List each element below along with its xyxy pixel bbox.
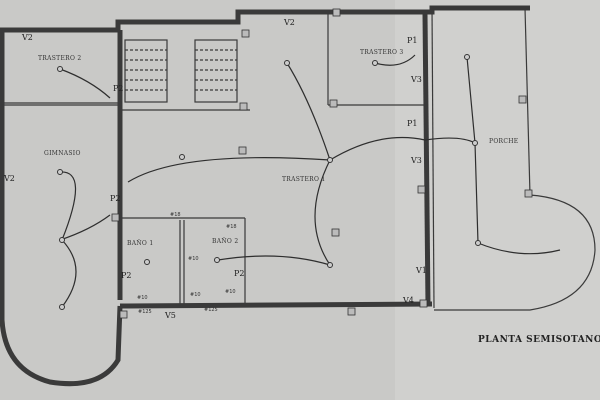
window-tag: V1 [415,266,427,275]
pipe-label: #18 [226,224,237,230]
window-tag: V2 [3,174,15,183]
walls [0,5,596,387]
window-tag: V3 [410,156,422,165]
pipe-label: #125 [204,307,218,313]
door-tag: P1 [407,119,417,128]
room-porche: PORCHE [489,138,518,145]
window-tag: V4 [402,296,414,305]
room-gimnasio: GIMNASIO [44,150,81,157]
pipe-label: #10 [190,292,201,298]
light-points [57,54,481,310]
stairs [124,39,238,103]
pipe-label: #10 [137,295,148,301]
door-tag: P2 [110,194,120,203]
pipe-label: #10 [188,256,199,262]
window-tag: V3 [410,75,422,84]
window-tag: V2 [21,33,33,42]
room-bano-2: BAÑO 2 [212,237,238,245]
window-tag: V5 [164,311,176,320]
door-tag: P2 [113,84,123,93]
pipe-label: #125 [138,309,152,315]
room-trastero-2: TRASTERO 2 [38,55,82,62]
pipe-label: #10 [225,289,236,295]
room-bano-1: BAÑO 1 [127,239,153,247]
door-tag: P1 [407,36,417,45]
window-tag: V2 [283,18,295,27]
pipe-label: #18 [170,212,181,218]
door-tag: P2 [234,269,244,278]
sockets [111,8,533,319]
plan-title: PLANTA SEMISOTANO [478,335,600,345]
room-trastero-1: TRASTERO 1 [282,176,326,183]
room-trastero-3: TRASTERO 3 [360,49,404,56]
door-tag: P2 [121,271,131,280]
